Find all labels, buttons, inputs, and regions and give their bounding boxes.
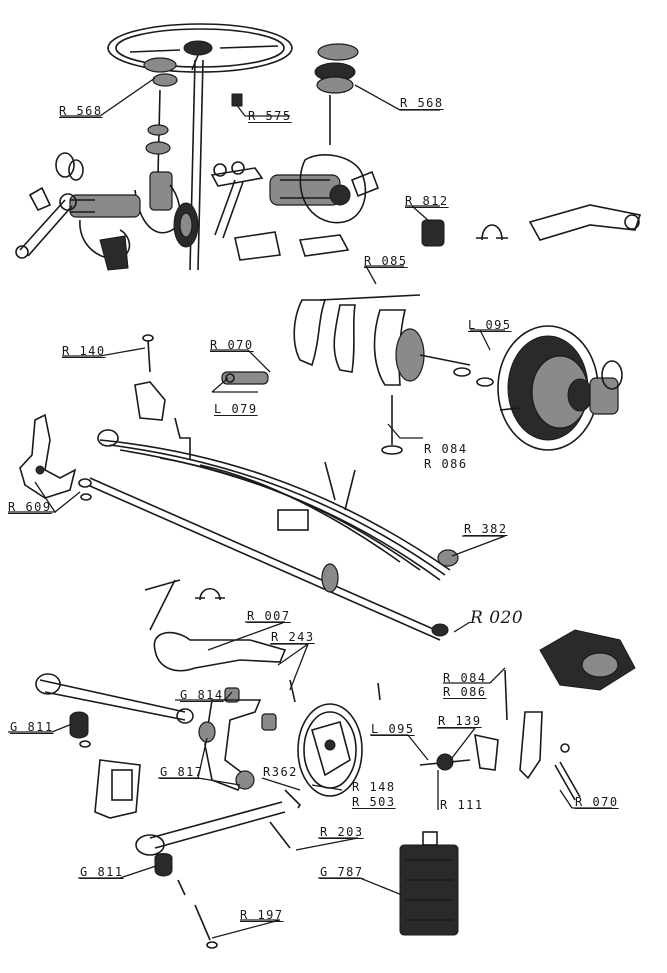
leaf-spring xyxy=(97,429,459,581)
callout-r203: R 203 xyxy=(320,825,364,839)
callout-r243: R 243 xyxy=(271,630,315,644)
upper-links xyxy=(293,294,494,455)
pitman-arm-left xyxy=(15,186,77,259)
callout-r086-bot: R 086 xyxy=(443,685,487,699)
bush-l079 xyxy=(221,371,269,385)
knuckle-lower-right xyxy=(539,629,636,801)
r812-parts xyxy=(421,204,642,247)
callout-g814: G 814 xyxy=(180,688,224,702)
spring-hanger-r609 xyxy=(19,413,92,501)
drag-link-upper xyxy=(35,673,240,748)
drag-link-lower xyxy=(135,801,286,949)
stub-axle xyxy=(419,669,543,780)
idler-arm-g817 xyxy=(198,699,277,792)
tie-rod xyxy=(89,477,449,641)
callout-l079: L 079 xyxy=(214,402,258,416)
callout-r084-bot: R 084 xyxy=(443,671,487,685)
callout-r085: R 085 xyxy=(364,254,408,268)
callout-r007: R 007 xyxy=(247,609,291,623)
callout-g811-bot: G 811 xyxy=(80,865,124,879)
callout-g817: G 817 xyxy=(160,765,204,779)
callout-g811-top: G 811 xyxy=(10,720,54,734)
shackle-bracket xyxy=(134,381,191,460)
callout-r084-top: R 084 xyxy=(424,442,468,456)
bracket-plate xyxy=(94,759,141,819)
brake-drum xyxy=(497,325,623,451)
leader-lines xyxy=(8,77,612,939)
bolts-lower xyxy=(269,679,381,849)
callout-r086-top: R 086 xyxy=(424,457,468,471)
callout-r070-top: R 070 xyxy=(210,338,254,352)
callout-g787: G 787 xyxy=(320,865,364,879)
steering-box-left xyxy=(55,152,141,271)
callout-r609: R 609 xyxy=(8,500,52,514)
column-bracket xyxy=(210,161,281,261)
callout-r140: R 140 xyxy=(62,344,106,358)
callout-r111: R 111 xyxy=(440,798,484,812)
callout-r812: R 812 xyxy=(405,194,449,208)
callout-r362: R362 xyxy=(263,765,298,779)
bolt-r140 xyxy=(142,334,154,373)
callout-r139: R 139 xyxy=(438,714,482,728)
callout-r568-right: R 568 xyxy=(400,96,444,110)
steering-column xyxy=(134,57,243,271)
steering-wheel xyxy=(107,23,293,73)
callout-l095-top: L 095 xyxy=(468,318,512,332)
callout-r568-left: R 568 xyxy=(59,104,103,118)
handwritten-part-note: R 020 xyxy=(470,608,524,628)
callout-l095-bot: L 095 xyxy=(371,722,415,736)
callout-r148: R 148 xyxy=(352,780,396,794)
callout-r503: R 503 xyxy=(352,795,396,809)
filter-g787 xyxy=(399,831,459,936)
callout-r575: R 575 xyxy=(248,109,292,123)
callout-r070-bot: R 070 xyxy=(575,795,619,809)
callout-r197: R 197 xyxy=(240,908,284,922)
steering-box-right xyxy=(269,43,380,257)
callout-r382: R 382 xyxy=(464,522,508,536)
steering-arm-r007 xyxy=(144,579,287,672)
